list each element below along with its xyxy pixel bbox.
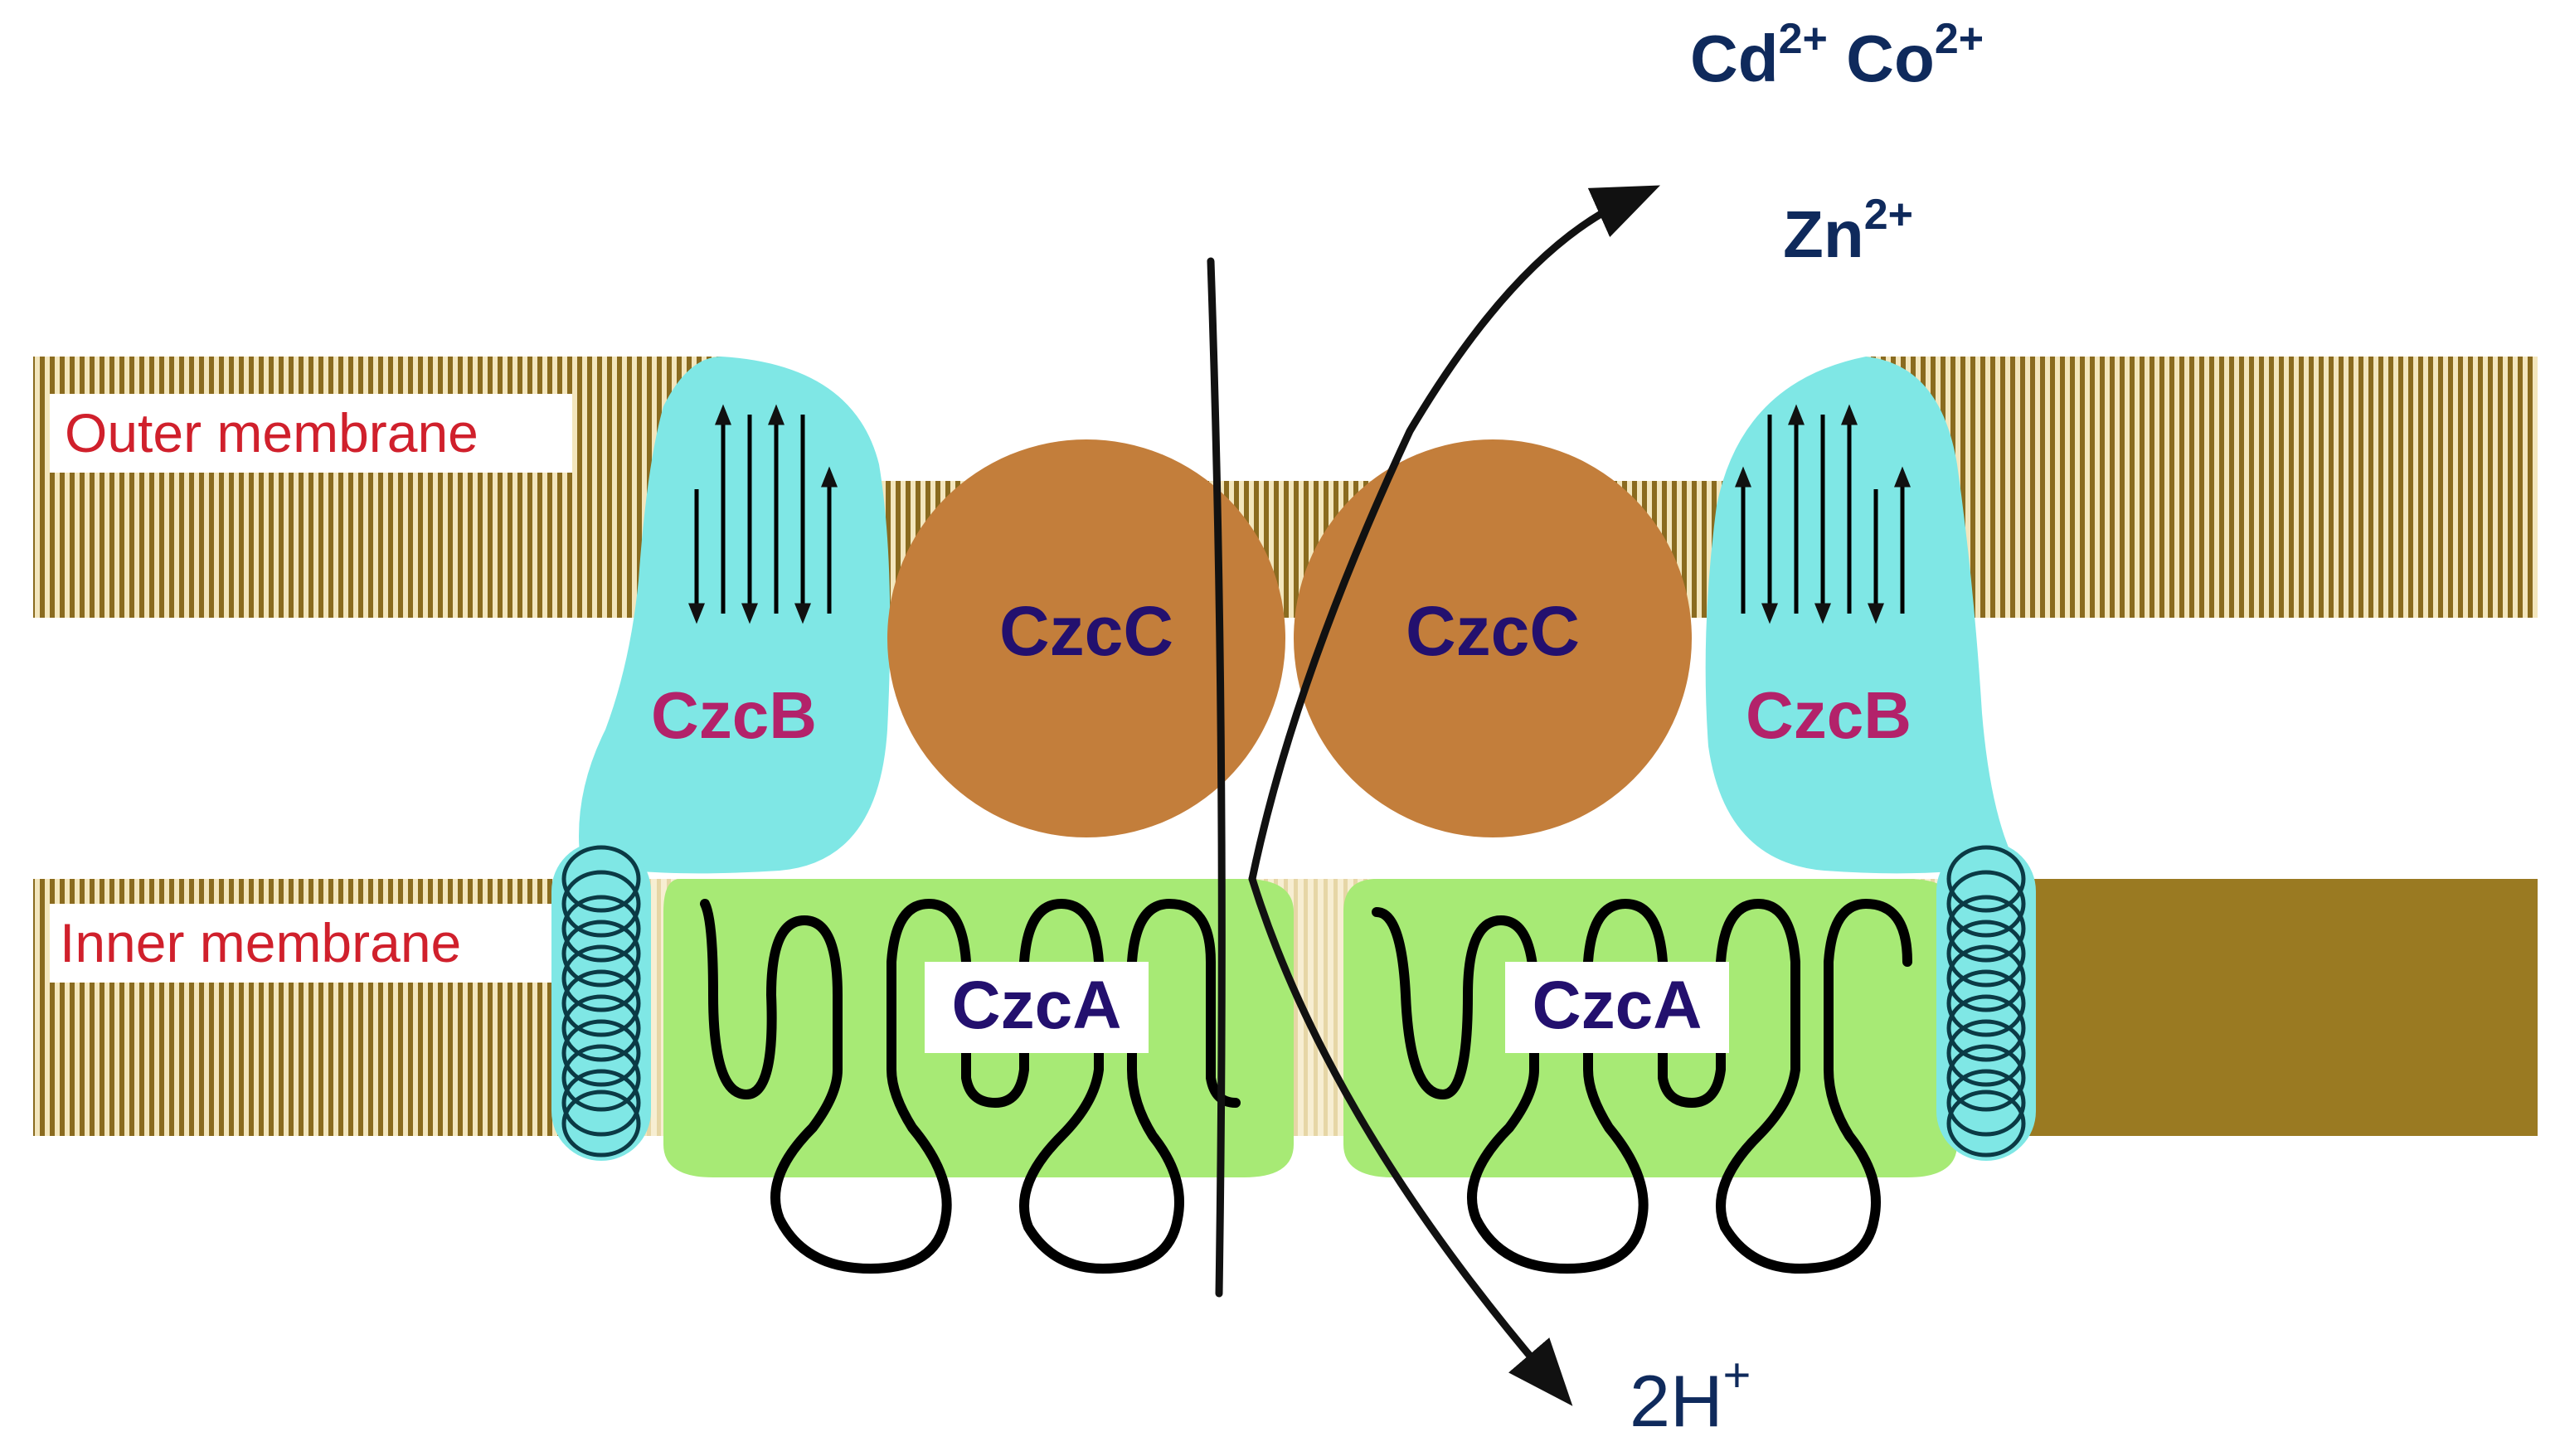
czcc-right (1294, 439, 1692, 837)
ion-label-zn: Zn2+ (1783, 191, 1913, 271)
czcb-left (579, 357, 891, 874)
helix-coil-left-icon (551, 842, 651, 1161)
czcb-right (1705, 357, 2015, 874)
czca-left-loops (700, 899, 1241, 1274)
czcb-right-label: CzcB (1746, 678, 1911, 752)
czca-right-loops (1372, 899, 1912, 1274)
czcc-left-label: CzcC (999, 592, 1173, 670)
beta-strand-arrows-left-icon (688, 404, 838, 624)
beta-strand-arrows-right-icon (1735, 404, 1911, 624)
ion-label-cd: Cd2+ Co2+ (1690, 15, 1984, 95)
czca-label-box-left (925, 962, 1149, 1053)
czcb-left-label: CzcB (651, 678, 817, 752)
czcc-left (887, 439, 1285, 837)
helix-coil-right-icon (1936, 842, 2036, 1161)
proton-label: 2H+ (1630, 1348, 1751, 1442)
outer-membrane-label-box (50, 394, 572, 473)
inner-membrane-label-box (50, 904, 556, 983)
transport-arrow-icon (1207, 185, 1661, 1406)
czcc-right-label: CzcC (1406, 592, 1580, 670)
inner-membrane-label: Inner membrane (60, 912, 461, 973)
outer-membrane-label: Outer membrane (65, 402, 478, 463)
czca-label-box-right (1505, 962, 1729, 1053)
czca-left-label: CzcA (951, 968, 1121, 1043)
czca-right-label: CzcA (1532, 968, 1702, 1043)
